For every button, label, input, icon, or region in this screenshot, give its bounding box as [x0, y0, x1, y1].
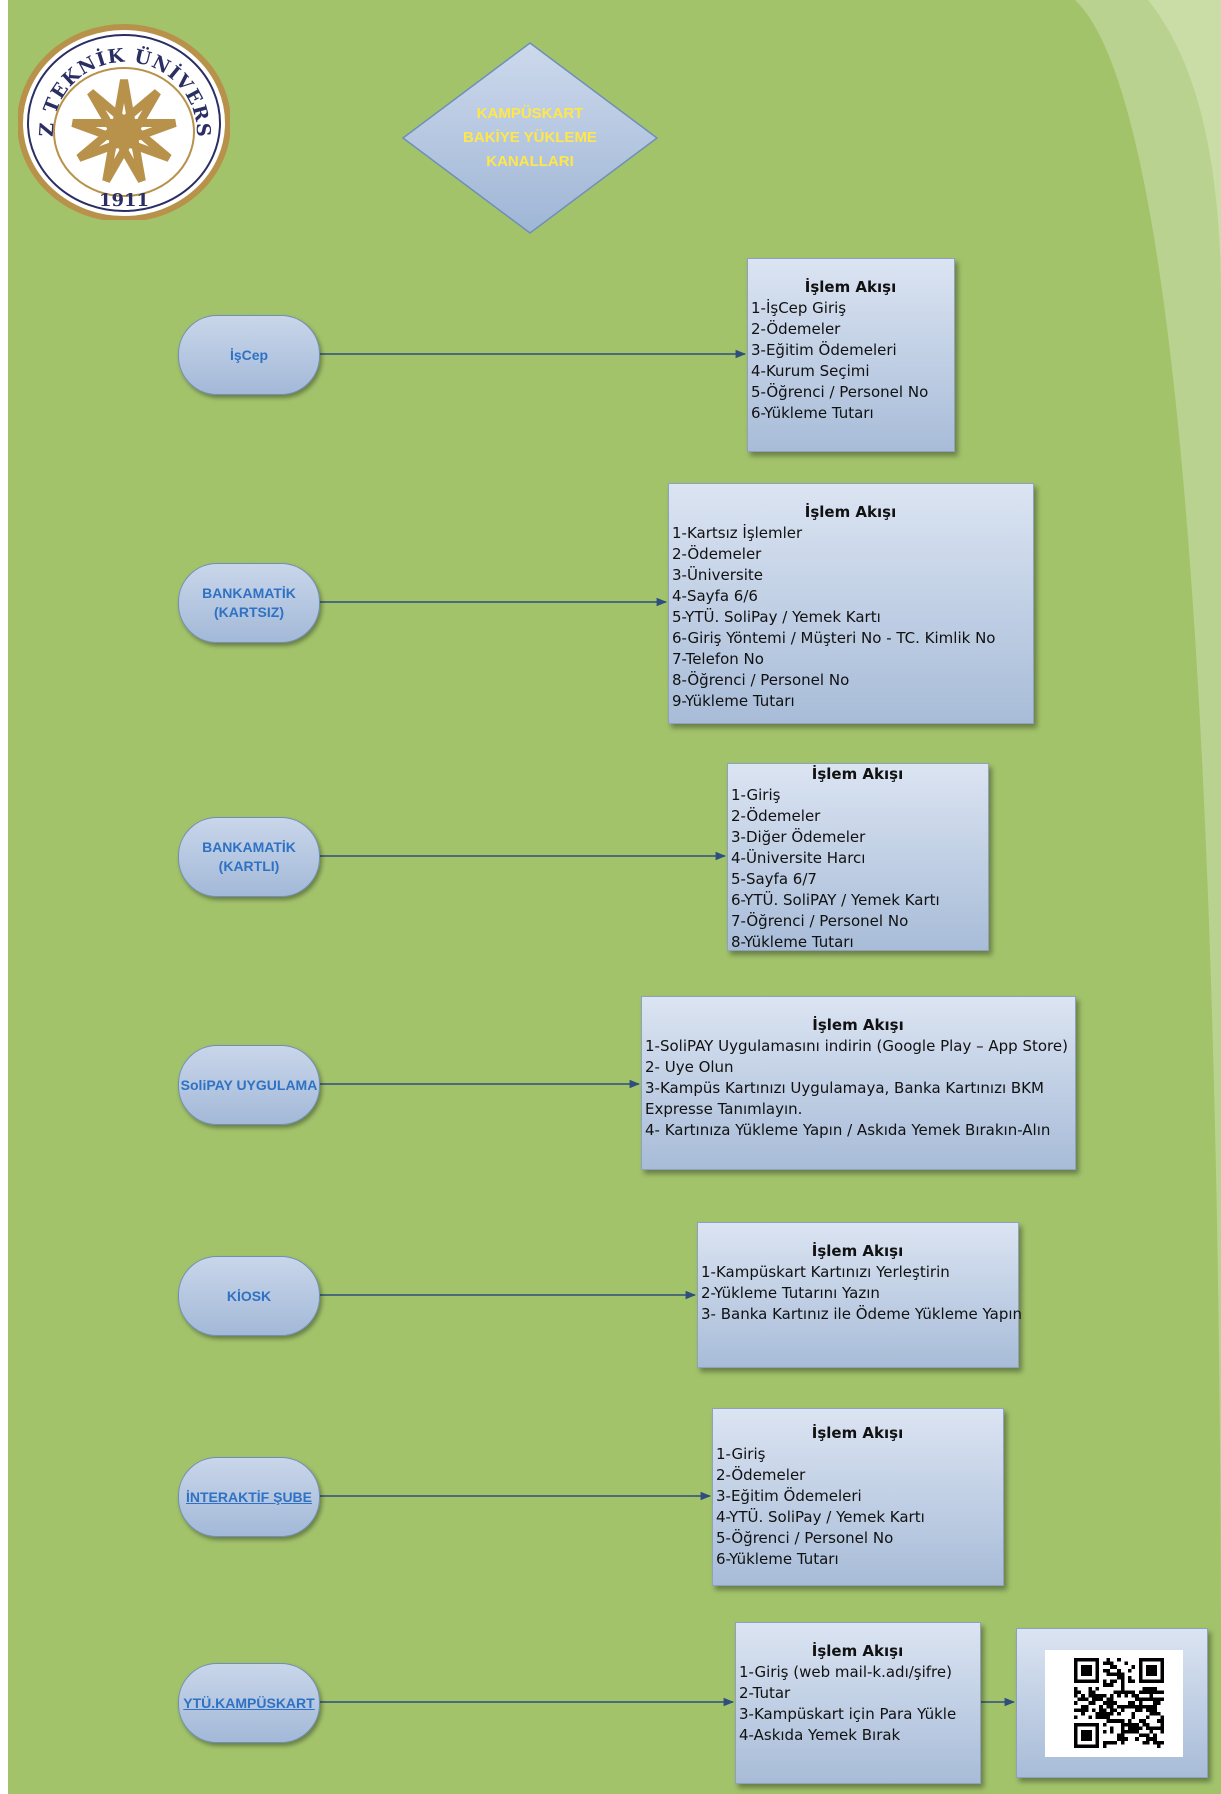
- flow-step: 2-Tutar: [739, 1684, 791, 1702]
- flow-step: 1-Giriş (web mail-k.adı/şifre): [739, 1663, 952, 1681]
- qr-code-box: [1016, 1628, 1208, 1778]
- flow-step: 3-Kampüskart için Para Yükle: [739, 1705, 957, 1723]
- flow-step: 3-Eğitim Ödemeleri: [751, 341, 897, 359]
- flow-step: 5-Öğrenci / Personel No: [716, 1529, 894, 1547]
- flow-step: 1-İşCep Giriş: [751, 299, 847, 317]
- flow-step: 4- Kartınıza Yükleme Yapın / Askıda Yeme…: [645, 1121, 1051, 1139]
- channel-iscep[interactable]: İşCep: [178, 315, 320, 395]
- flow-step: 3- Banka Kartınız ile Ödeme Yükleme Yapı…: [701, 1305, 1023, 1323]
- flow-step: 6-YTÜ. SoliPAY / Yemek Kartı: [731, 891, 940, 909]
- channel-bankamatik-kartli[interactable]: BANKAMATİK (KARTLI): [178, 817, 320, 897]
- page-title: KAMPÜSKART BAKİYE YÜKLEME KANALLARI: [463, 105, 597, 170]
- flow-step: 6-Giriş Yöntemi / Müşteri No - TC. Kimli…: [672, 629, 996, 647]
- channel-interaktif-sube[interactable]: İNTERAKTİF ŞUBE: [178, 1457, 320, 1537]
- flow-step: 3-Üniversite: [672, 566, 763, 584]
- flow-step: 1-Kampüskart Kartınızı Yerleştirin: [701, 1263, 950, 1281]
- flow-step: 2- Uye Olun: [645, 1058, 734, 1076]
- flow-step: 2-Ödemeler: [751, 320, 841, 338]
- flow-box-bankamatik-kartli: İşlem Akışı 1-Giriş 2-Ödemeler 3-Diğer Ö…: [727, 763, 989, 951]
- flow-heading: İşlem Akışı: [811, 1424, 904, 1442]
- flow-step: 7-Öğrenci / Personel No: [731, 912, 909, 930]
- channel-ytu-kampuskart[interactable]: YTÜ.KAMPÜSKART: [178, 1663, 320, 1743]
- qr-code-icon[interactable]: [1074, 1658, 1164, 1748]
- channel-kiosk[interactable]: KİOSK: [178, 1256, 320, 1336]
- university-logo: YILDIZ TEKNİK ÜNİVERSİTESİ 1911: [9, 4, 231, 222]
- flow-step: 3-Kampüs Kartınızı Uygulamaya, Banka Kar…: [645, 1079, 1044, 1118]
- flow-step: 4-Kurum Seçimi: [751, 362, 870, 380]
- logo-year: 1911: [99, 190, 149, 211]
- flow-step: 4-Sayfa 6/6: [672, 587, 758, 605]
- channel-solipay-uygulama[interactable]: SoliPAY UYGULAMA: [178, 1045, 320, 1125]
- flow-step: 6-Yükleme Tutarı: [716, 1550, 839, 1568]
- flow-step: 1-Kartsız İşlemler: [672, 524, 803, 542]
- flow-box-ytu-kampuskart: İşlem Akışı 1-Giriş (web mail-k.adı/şifr…: [735, 1622, 981, 1784]
- flow-step: 2-Ödemeler: [731, 807, 821, 825]
- flow-step: 4-YTÜ. SoliPay / Yemek Kartı: [716, 1508, 925, 1526]
- title-diamond: KAMPÜSKART BAKİYE YÜKLEME KANALLARI: [400, 40, 660, 236]
- flow-step: 8-Öğrenci / Personel No: [672, 671, 850, 689]
- flow-step: 9-Yükleme Tutarı: [672, 692, 795, 710]
- flow-step: 2-Yükleme Tutarını Yazın: [701, 1284, 880, 1302]
- flow-heading: İşlem Akışı: [811, 1242, 904, 1260]
- flow-box-iscep: İşlem Akışı 1-İşCep Giriş 2-Ödemeler 3-E…: [747, 258, 955, 452]
- flow-heading: İşlem Akışı: [804, 503, 897, 521]
- flow-step: 5-YTÜ. SoliPay / Yemek Kartı: [672, 608, 881, 626]
- flow-heading: İşlem Akışı: [812, 1016, 904, 1034]
- channel-bankamatik-kartsiz[interactable]: BANKAMATİK (KARTSIZ): [178, 563, 320, 643]
- flow-step: 7-Telefon No: [672, 650, 764, 668]
- flow-step: 4-Üniversite Harcı: [731, 849, 866, 867]
- flow-step: 1-SoliPAY Uygulamasını indirin (Google P…: [645, 1037, 1068, 1055]
- flow-step: 2-Ödemeler: [716, 1466, 806, 1484]
- flow-step: 3-Diğer Ödemeler: [731, 828, 866, 846]
- flow-step: 5-Sayfa 6/7: [731, 870, 817, 888]
- flow-step: 8-Yükleme Tutarı: [731, 933, 854, 951]
- flow-heading: İşlem Akışı: [811, 765, 904, 783]
- flow-box-solipay: İşlem Akışı 1-SoliPAY Uygulamasını indir…: [641, 996, 1076, 1170]
- flow-step: 3-Eğitim Ödemeleri: [716, 1487, 862, 1505]
- flow-box-kiosk: İşlem Akışı 1-Kampüskart Kartınızı Yerle…: [697, 1222, 1023, 1368]
- flow-step: 2-Ödemeler: [672, 545, 762, 563]
- flow-step: 5-Öğrenci / Personel No: [751, 383, 929, 401]
- flow-step: 6-Yükleme Tutarı: [751, 404, 874, 422]
- flow-heading: İşlem Akışı: [804, 278, 897, 296]
- flow-step: 4-Askıda Yemek Bırak: [739, 1726, 901, 1744]
- flow-step: 1-Giriş: [731, 786, 781, 804]
- flow-step: 1-Giriş: [716, 1445, 766, 1463]
- flow-heading: İşlem Akışı: [811, 1642, 904, 1660]
- qr-code-background: [1045, 1650, 1183, 1757]
- flow-box-interaktif-sube: İşlem Akışı 1-Giriş 2-Ödemeler 3-Eğitim …: [712, 1408, 1004, 1586]
- flow-box-bankamatik-kartsiz: İşlem Akışı 1-Kartsız İşlemler 2-Ödemele…: [668, 483, 1034, 724]
